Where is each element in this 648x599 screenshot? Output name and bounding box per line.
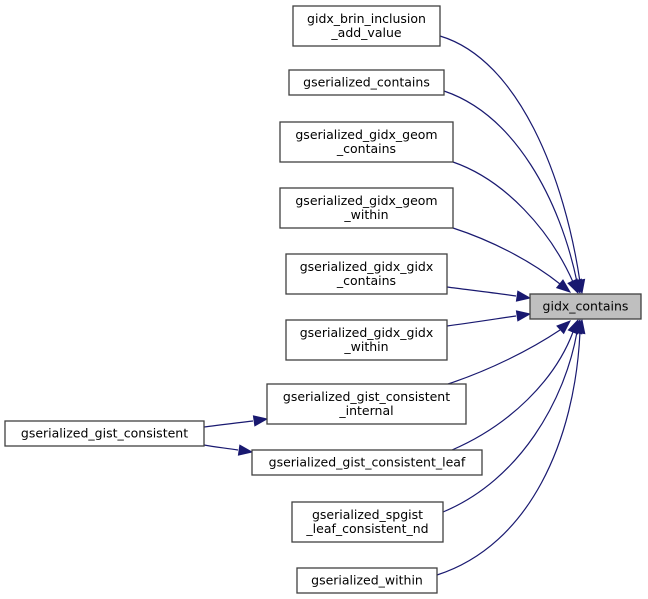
arrowhead-icon (515, 310, 532, 322)
edge-gserialized_gidx_gidx_contains-to-gidx_contains (446, 286, 532, 302)
node-gserialized-gist-consistent-internal[interactable]: gserialized_gist_consistent_internal (266, 383, 467, 425)
node-gserialized-within[interactable]: gserialized_within (296, 567, 438, 594)
arrowhead-icon (556, 320, 572, 335)
edge-line (436, 331, 581, 576)
node-gidx-brin-inclusion-add-value[interactable]: gidx_brin_inclusion_add_value (292, 5, 441, 47)
edges-layer (203, 35, 586, 576)
node-label: gserialized_gidx_geom (295, 127, 437, 142)
node-box[interactable] (285, 319, 448, 361)
node-gidx-contains: gidx_contains (529, 293, 642, 320)
edge-gserialized_gist_consistent_leaf-to-gidx_contains (451, 318, 579, 451)
edge-gserialized_gidx_geom_contains-to-gidx_contains (452, 161, 579, 295)
node-label: _internal (338, 403, 393, 418)
edge-gserialized_contains-to-gidx_contains (443, 90, 582, 295)
node-gserialized-spgist-leaf-consistent-nd[interactable]: gserialized_spgist_leaf_consistent_nd (291, 501, 444, 543)
node-box[interactable] (291, 501, 444, 543)
node-label: gidx_brin_inclusion (307, 11, 426, 26)
node-gserialized-gidx-geom-contains[interactable]: gserialized_gidx_geom_contains (279, 121, 454, 163)
node-gserialized-gidx-gidx-within[interactable]: gserialized_gidx_gidx_within (285, 319, 448, 361)
edge-line (203, 444, 239, 451)
edge-gserialized_gidx_gidx_within-to-gidx_contains (446, 310, 532, 327)
edge-gserialized_gist_consistent_internal-to-gidx_contains (447, 320, 572, 385)
node-box[interactable] (279, 121, 454, 163)
node-label: _within (343, 339, 388, 354)
node-box[interactable] (279, 187, 454, 229)
edge-gidx_brin_inclusion_add_value-to-gidx_contains (439, 35, 586, 295)
node-label: gserialized_gidx_gidx (300, 325, 434, 340)
arrowhead-icon (555, 279, 572, 293)
node-box[interactable] (266, 383, 467, 425)
node-label: gserialized_within (311, 573, 423, 588)
edge-line (447, 329, 561, 385)
node-label: gserialized_gist_consistent (283, 389, 450, 404)
arrowhead-icon (567, 278, 579, 295)
edge-line (452, 227, 561, 285)
node-gserialized-gidx-geom-within[interactable]: gserialized_gidx_geom_within (279, 187, 454, 229)
arrowhead-icon (574, 318, 586, 335)
node-label: gserialized_gist_consistent (21, 426, 188, 441)
edge-line (203, 420, 254, 428)
node-label: gserialized_contains (303, 75, 430, 90)
node-box[interactable] (288, 69, 445, 96)
node-label: _add_value (330, 25, 401, 40)
edge-gserialized_within-to-gidx_contains (436, 318, 586, 576)
edge-line (443, 90, 578, 283)
arrowhead-icon (252, 415, 269, 427)
node-label: gserialized_gidx_geom (295, 193, 437, 208)
node-label: _contains (336, 141, 396, 156)
node-label: _leaf_consistent_nd (305, 521, 428, 536)
node-gserialized-gidx-gidx-contains[interactable]: gserialized_gidx_gidx_contains (285, 253, 448, 295)
arrowhead-icon (515, 290, 532, 302)
node-box (529, 293, 642, 320)
edge-line (446, 286, 517, 297)
node-label: _contains (336, 273, 396, 288)
edge-gserialized_gidx_geom_within-to-gidx_contains (452, 227, 572, 293)
node-box[interactable] (285, 253, 448, 295)
node-label: gserialized_gidx_gidx (300, 259, 434, 274)
node-label: gserialized_spgist (312, 507, 423, 522)
node-box[interactable] (4, 420, 205, 447)
node-gserialized-gist-consistent[interactable]: gserialized_gist_consistent (4, 420, 205, 447)
node-box[interactable] (292, 5, 441, 47)
node-label: gidx_contains (543, 299, 629, 314)
node-label: _within (343, 207, 388, 222)
edge-line (446, 315, 517, 327)
edge-gserialized_gist_consistent-to-gserialized_gist_consistent_internal (203, 415, 269, 428)
edge-line (452, 161, 574, 283)
node-label: gserialized_gist_consistent_leaf (269, 455, 466, 470)
edge-line (451, 331, 574, 451)
edge-line (439, 35, 581, 283)
node-box[interactable] (251, 449, 483, 476)
edge-gserialized_gist_consistent-to-gserialized_gist_consistent_leaf (203, 444, 254, 456)
edge-line (442, 331, 578, 513)
arrowhead-icon (237, 444, 254, 456)
nodes-layer: gidx_contains gidx_brin_inclusion_add_val… (4, 5, 642, 594)
node-box[interactable] (296, 567, 438, 594)
node-gserialized-gist-consistent-leaf[interactable]: gserialized_gist_consistent_leaf (251, 449, 483, 476)
node-gserialized-contains[interactable]: gserialized_contains (288, 69, 445, 96)
